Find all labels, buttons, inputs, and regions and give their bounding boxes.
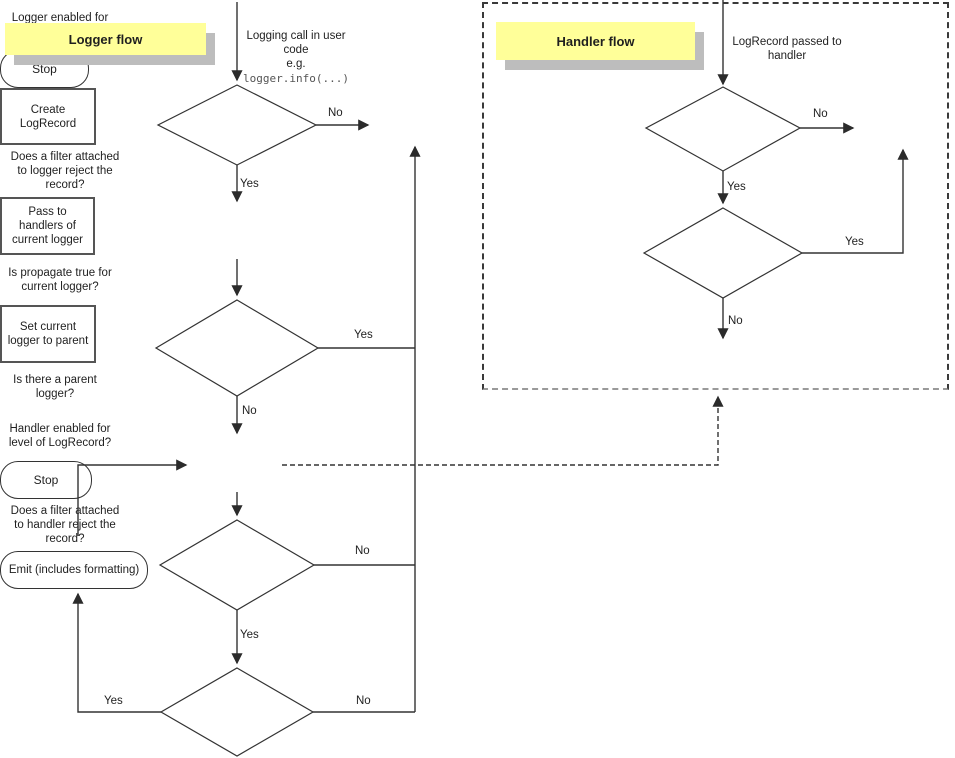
- logger-stop-text: Stop: [32, 62, 57, 76]
- logger-stop-node: Stop: [0, 50, 89, 88]
- label-logger-filter-yes: Yes: [354, 329, 373, 341]
- edge-pass-to-handler-flow-dashed: [282, 395, 724, 466]
- label-handler-filter-yes: Yes: [845, 236, 864, 248]
- handler-flow-title: Handler flow: [496, 22, 695, 60]
- create-logrecord-node: Create LogRecord: [0, 88, 96, 145]
- emit-text: Emit (includes formatting): [8, 564, 140, 576]
- decision-handler-enabled: [644, 86, 802, 172]
- label-propagate-no: No: [355, 545, 370, 557]
- handler-stop-text: Stop: [33, 473, 59, 487]
- decision-handler-enabled-text: Handler enabled for level of LogRecord?: [8, 423, 112, 449]
- label-logger-filter-no: No: [242, 405, 257, 417]
- handler-stop-node: Stop: [0, 461, 92, 499]
- handler-flow-title-text: Handler flow: [556, 33, 635, 49]
- decision-handler-filter-text: Does a filter attached to handler reject…: [10, 505, 120, 545]
- logger-flow-title: Logger flow: [5, 23, 206, 55]
- set-current-logger-node: Set current logger to parent: [0, 305, 96, 363]
- edge-set-parent-to-pass: [77, 459, 188, 536]
- handler-entry-annotation: LogRecord passed to handler: [732, 36, 842, 62]
- edge-handler-filter-yes-to-stop: [802, 148, 909, 254]
- label-parent-yes: Yes: [104, 695, 123, 707]
- label-handler-filter-no: No: [728, 315, 743, 327]
- label-handler-enabled-yes: Yes: [727, 181, 746, 193]
- logger-entry-text: Logging call in user code e.g.: [246, 30, 346, 70]
- label-logger-enabled-no: No: [328, 107, 343, 119]
- label-handler-enabled-no: No: [813, 108, 828, 120]
- handler-flow-panel: [482, 2, 949, 390]
- decision-propagate-text: Is propagate true for current logger?: [8, 267, 112, 293]
- emit-node: Emit (includes formatting): [0, 551, 148, 589]
- pass-to-handlers-node: Pass to handlers of current logger: [0, 197, 95, 255]
- logger-entry-code: logger.info(...): [243, 72, 349, 85]
- decision-handler-filter: [642, 207, 804, 299]
- decision-parent-logger-text: Is there a parent logger?: [13, 374, 97, 400]
- decision-parent-logger: [159, 667, 315, 757]
- decision-logger-filter: [154, 299, 320, 397]
- label-parent-no: No: [356, 695, 371, 707]
- decision-logger-enabled: [156, 84, 318, 166]
- logger-entry-annotation: Logging call in user code e.g. logger.in…: [235, 15, 357, 100]
- decision-propagate: [158, 519, 316, 611]
- label-logger-enabled-yes: Yes: [240, 178, 259, 190]
- label-propagate-yes: Yes: [240, 629, 259, 641]
- logger-flow-title-text: Logger flow: [68, 31, 143, 47]
- decision-logger-filter-text: Does a filter attached to logger reject …: [10, 151, 120, 191]
- edge-parent-yes-to-set-parent: [72, 592, 161, 713]
